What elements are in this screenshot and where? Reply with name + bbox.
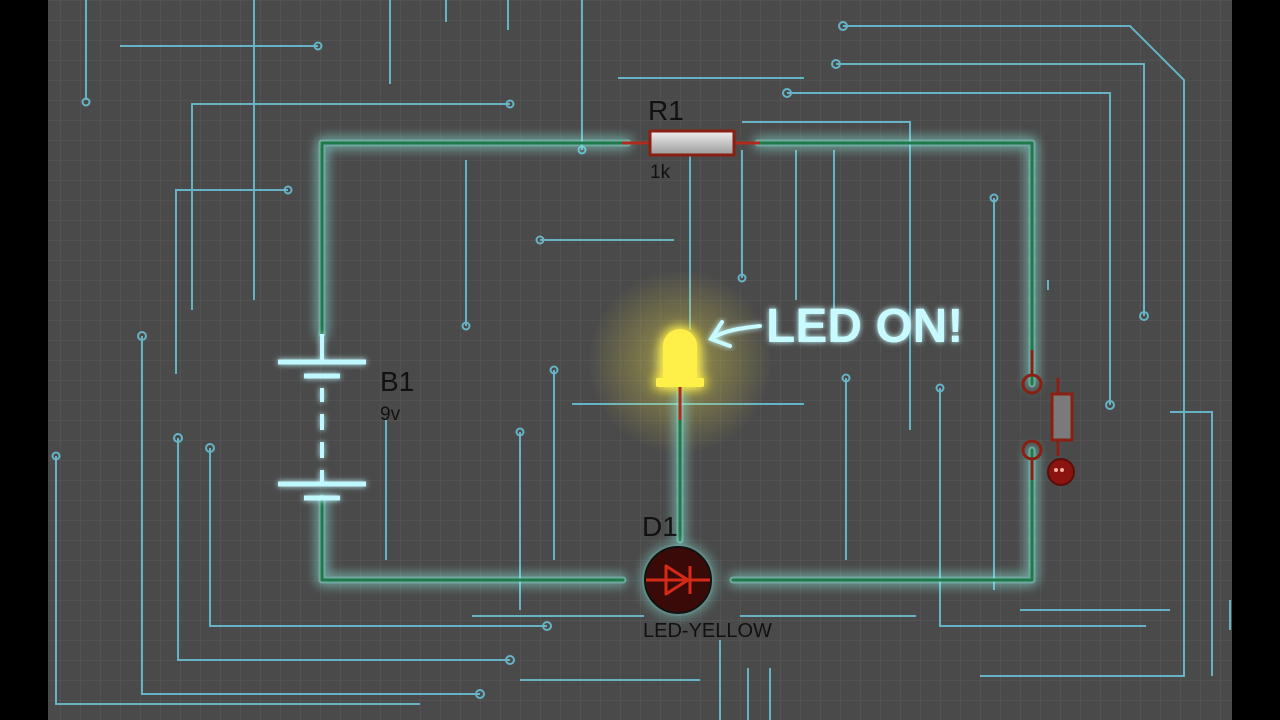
- battery-ref-label: B1: [380, 366, 414, 397]
- led-bulb[interactable]: [656, 329, 704, 387]
- resistor-ref-label: R1: [648, 95, 684, 126]
- diode-ref-label: D1: [642, 511, 678, 542]
- circuit-wires: [318, 139, 1036, 584]
- push-switch-symbol[interactable]: [1021, 350, 1075, 486]
- left-letterbox: [0, 0, 48, 720]
- resistor-symbol[interactable]: [622, 129, 760, 157]
- right-letterbox: [1232, 0, 1280, 720]
- callout-arrow-icon: [707, 320, 762, 348]
- battery-value-label: 9v: [380, 404, 401, 425]
- resistor-value-label: 1k: [650, 162, 671, 183]
- battery-symbol[interactable]: [278, 334, 366, 501]
- decorative-traces: [51, 0, 1231, 720]
- diode-value-label: LED-YELLOW: [643, 620, 772, 642]
- led-on-callout: LED ON!: [766, 300, 963, 353]
- diode-symbol[interactable]: [642, 544, 714, 616]
